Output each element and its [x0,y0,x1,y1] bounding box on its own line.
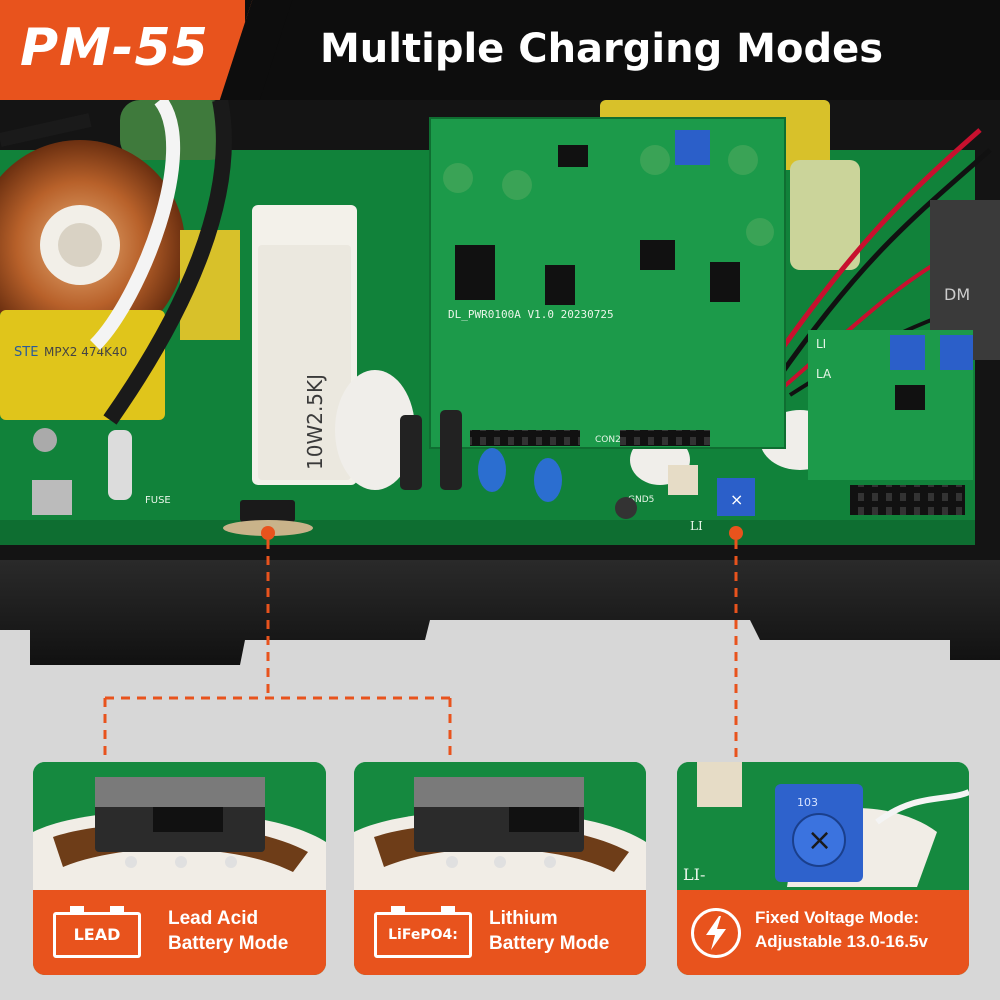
resistor-marking: 10W2.5KJ [303,374,327,470]
brand-label: PM-55 [20,18,209,78]
svg-text:×: × [730,490,743,509]
header-bar: PM-55 Multiple Charging Modes [0,0,1000,100]
lead-mode-label: Lead Acid Battery Mode [168,906,288,956]
svg-text:×: × [807,823,832,858]
fixed-voltage-label-bar: Fixed Voltage Mode: Adjustable 13.0-16.5… [677,890,969,975]
lithium-battery-icon: LiFePO4: [374,906,472,958]
fixed-voltage-label-line1: Fixed Voltage Mode: [755,908,920,927]
trimmer-photo: × 103 LI- [677,762,969,892]
mode-card-lead-acid: LEAD Lead Acid Battery Mode [33,762,326,975]
lead-label-bar: LEAD Lead Acid Battery Mode [33,890,326,975]
lightning-bolt-icon [706,916,726,950]
lithium-label-line2: Battery Mode [489,933,610,954]
lithium-mode-label: Lithium Battery Mode [489,906,609,956]
lead-label-line2: Battery Mode [168,933,289,954]
page-title: Multiple Charging Modes [320,26,884,72]
mode-card-fixed-voltage: × 103 LI- Fixed Voltage Mode: Adjustable… [677,762,969,975]
capacitor-marking: MPX2 474K40 [44,345,127,359]
pcb-photo: STE MPX2 474K40 10W2.5KJ DM DL_PWR0100A … [0,100,1000,1000]
lithium-label-line1: Lithium [489,908,558,929]
lead-switch-photo [33,762,326,892]
lead-battery-icon: LEAD [53,906,141,958]
bolt-icon [691,908,741,958]
lithium-switch-photo [354,762,646,892]
lithium-label-bar: LiFePO4: Lithium Battery Mode [354,890,646,975]
board-li-label: LI [816,337,826,351]
fuse-label: FUSE [145,495,171,506]
board-la-label: LA [816,367,832,381]
callout-li-label: LI- [683,865,705,884]
lead-label-line1: Lead Acid [168,908,259,929]
board-marking: DL_PWR0100A V1.0 20230725 [448,308,614,321]
fixed-voltage-mode-label: Fixed Voltage Mode: Adjustable 13.0-16.5… [755,906,928,954]
mode-card-lithium: LiFePO4: Lithium Battery Mode [354,762,646,975]
lead-badge-text: LEAD [73,925,121,944]
con2-label: CON2 [595,435,621,445]
cap-can-brand: DM [944,285,970,304]
gnd-label: GND5 [628,495,654,505]
board-li-text: LI [690,519,703,533]
lithium-badge-text: LiFePO4: [388,927,458,943]
brand-tab [0,0,245,100]
trimmer-marking: 103 [797,796,818,809]
fixed-voltage-label-line2: Adjustable 13.0-16.5v [755,932,928,951]
capacitor-brand: STE [14,345,38,360]
